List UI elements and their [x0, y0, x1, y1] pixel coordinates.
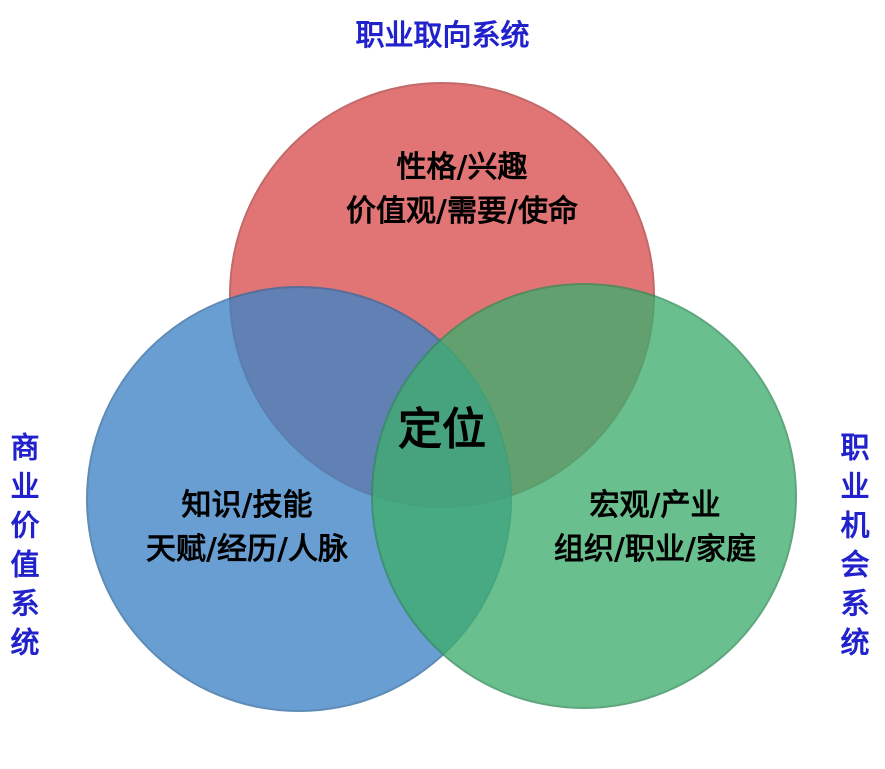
career-orientation-line2: 价值观/需要/使命: [346, 194, 578, 229]
career-opportunity-line1: 宏观/产业: [589, 488, 721, 523]
right-system-title: 职业机会系统: [836, 432, 870, 666]
business-value-label: 知识/技能 天赋/经历/人脉: [47, 484, 447, 572]
left-system-title: 商业价值系统: [6, 432, 40, 666]
center-overlap-label: 定位: [398, 404, 486, 455]
career-opportunity-line2: 组织/职业/家庭: [554, 532, 756, 567]
top-system-title: 职业取向系统: [355, 18, 530, 52]
career-orientation-label: 性格/兴趣 价值观/需要/使命: [262, 146, 662, 234]
career-opportunity-circle: [371, 283, 797, 709]
business-value-line2: 天赋/经历/人脉: [146, 532, 348, 567]
career-opportunity-label: 宏观/产业 组织/职业/家庭: [455, 484, 855, 572]
business-value-line1: 知识/技能: [181, 488, 313, 523]
career-orientation-line1: 性格/兴趣: [396, 150, 528, 185]
